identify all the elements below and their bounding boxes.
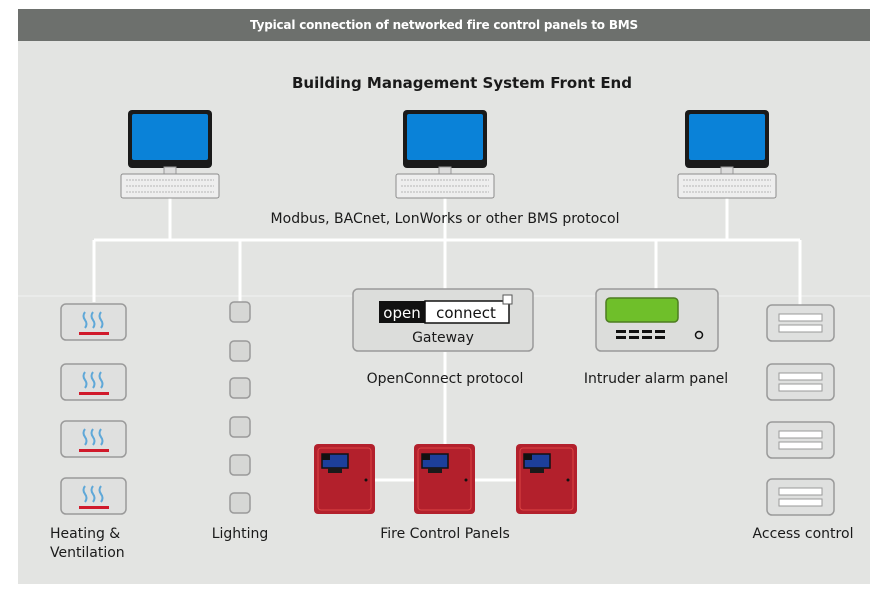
lighting-unit xyxy=(229,454,251,476)
openconnect-gateway: open connect Gateway xyxy=(352,288,534,352)
fire-panels-label: Fire Control Panels xyxy=(380,526,510,542)
heating-unit xyxy=(60,420,127,458)
lcd-display xyxy=(605,297,679,323)
heat-waves-icon xyxy=(82,428,104,446)
lighting-unit xyxy=(229,340,251,362)
access-control-unit xyxy=(766,304,835,342)
intruder-panel-label: Intruder alarm panel xyxy=(584,371,728,387)
indicator-led xyxy=(694,330,704,340)
openconnect-logo: open connect xyxy=(379,294,513,324)
gateway-label: Gateway xyxy=(412,330,474,346)
access-control-unit xyxy=(766,363,835,401)
access-control-units xyxy=(766,304,835,516)
heating-units xyxy=(60,303,127,515)
bms-protocol-label: Modbus, BACnet, LonWorks or other BMS pr… xyxy=(271,211,620,227)
diagram-header: Typical connection of networked fire con… xyxy=(18,9,870,41)
heat-waves-icon xyxy=(82,371,104,389)
heating-label-line1: Heating & xyxy=(50,526,120,542)
bms-workstation-left xyxy=(120,110,220,199)
intruder-alarm-panel xyxy=(595,288,719,352)
openconnect-protocol-label: OpenConnect protocol xyxy=(367,371,524,387)
heating-label-line2: Ventilation xyxy=(50,545,125,561)
lighting-unit xyxy=(229,492,251,514)
heating-unit xyxy=(60,477,127,515)
lighting-unit xyxy=(229,377,251,399)
lighting-unit xyxy=(229,416,251,438)
svg-text:connect: connect xyxy=(436,304,496,322)
lighting-units xyxy=(229,301,251,514)
access-control-label: Access control xyxy=(753,526,854,542)
heat-waves-icon xyxy=(82,485,104,503)
heat-waves-icon xyxy=(82,311,104,329)
keypad xyxy=(616,330,665,339)
lighting-unit xyxy=(229,301,251,323)
heating-unit xyxy=(60,303,127,341)
front-end-title: Building Management System Front End xyxy=(292,74,632,92)
bms-workstation-right xyxy=(677,110,777,199)
fire-control-panel xyxy=(414,444,475,514)
lighting-label: Lighting xyxy=(212,526,269,542)
svg-text:open: open xyxy=(383,304,420,322)
access-control-unit xyxy=(766,421,835,459)
fire-control-panel xyxy=(314,444,375,514)
access-control-unit xyxy=(766,478,835,516)
bms-workstation-center xyxy=(395,110,495,199)
heating-unit xyxy=(60,363,127,401)
fire-control-panel xyxy=(516,444,577,514)
fire-control-panels xyxy=(314,444,577,514)
